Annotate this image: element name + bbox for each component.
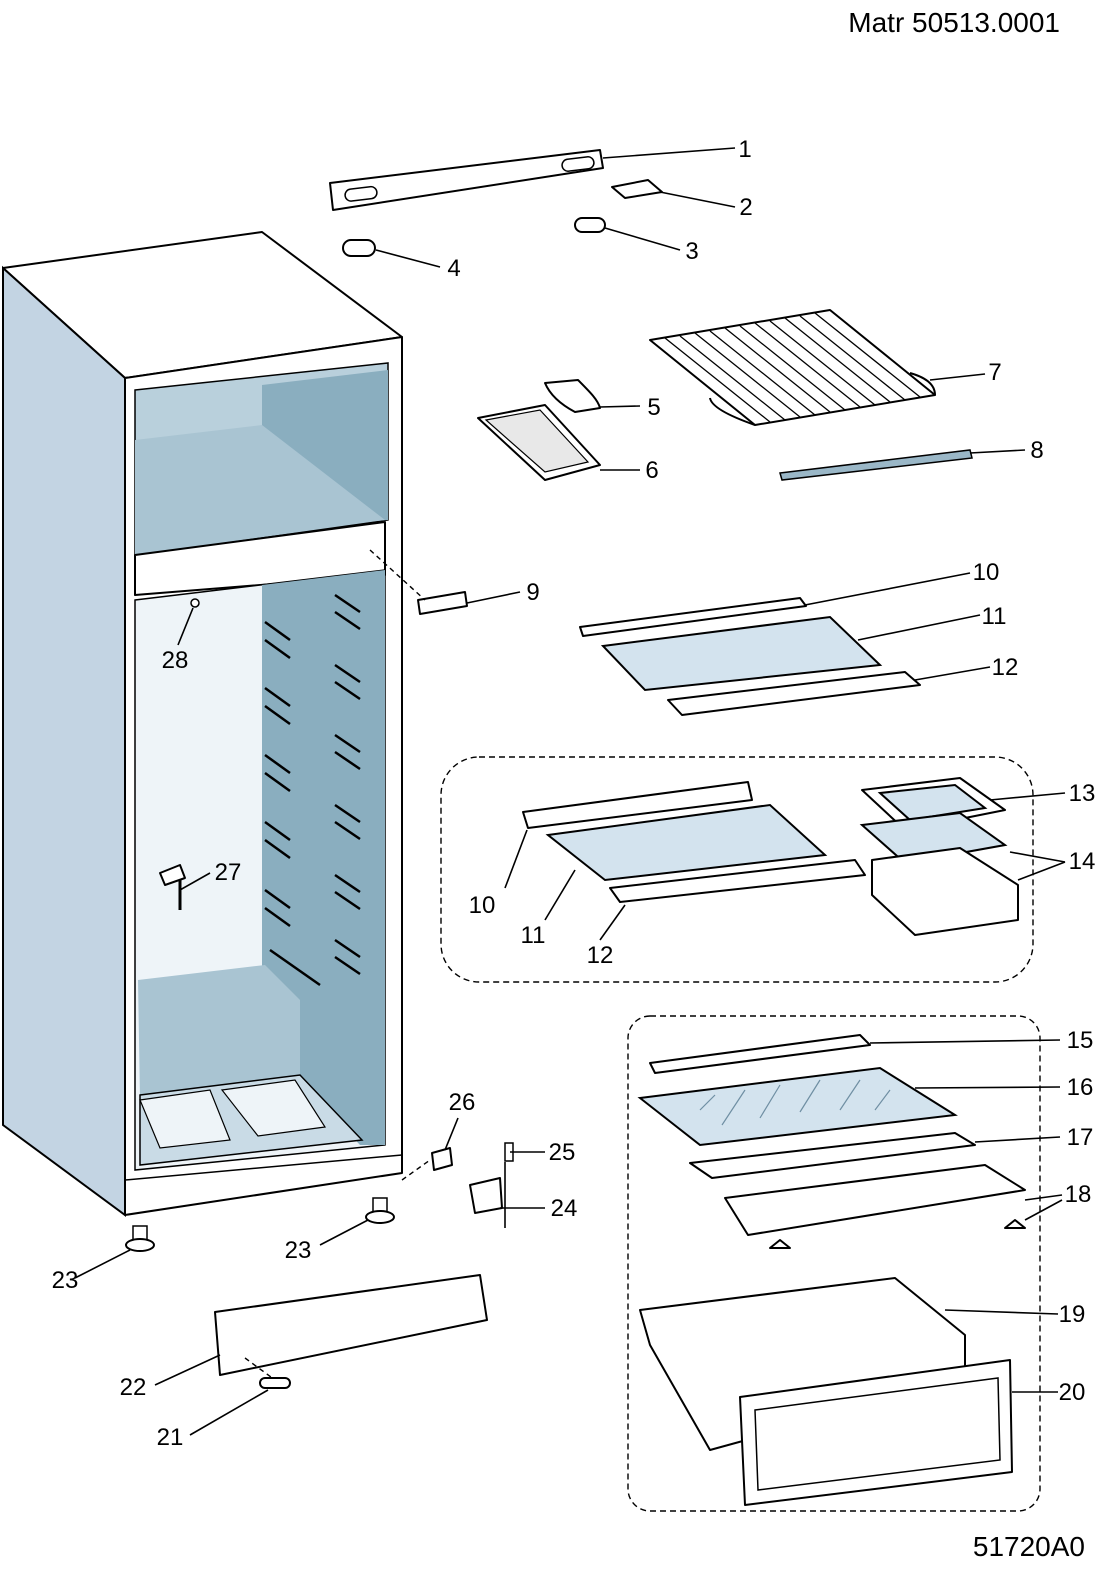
part-4-plug [342,239,376,257]
part-18-crisper-cover [724,1164,1026,1236]
part-15-rail [649,1034,871,1074]
cabinet-side-panel [1,265,126,1217]
callout-3: 3 [685,238,698,265]
callout-7: 7 [988,359,1001,386]
callout-26: 26 [449,1089,476,1116]
part-1-hinge-cover [329,149,604,211]
callout-28: 28 [162,647,189,674]
callout-20: 20 [1059,1379,1086,1406]
part-26-plate [431,1147,453,1171]
callout-9: 9 [526,579,539,606]
part-3-plug [574,217,606,233]
part-17-rail [689,1132,976,1179]
callout-27: 27 [215,859,242,886]
part-11-glass-shelf [600,615,883,692]
callout-5: 5 [647,394,660,421]
callout-11: 11 [982,603,1007,630]
part-18-foot [769,1239,791,1249]
callout-18: 18 [1065,1181,1092,1208]
callout-14: 14 [1069,848,1096,875]
callout-16: 16 [1067,1074,1094,1101]
part-28-screw [190,598,200,608]
drawing-code: 51720A0 [973,1531,1085,1562]
part-20-drawer-front [739,1359,1013,1506]
part-23-feet [125,1197,395,1252]
callout-8: 8 [1030,437,1043,464]
callout-11b: 11 [521,922,546,949]
callout-13: 13 [1069,780,1096,807]
refrigerator-cabinet [1,231,403,1217]
part-2-hinge [611,179,663,199]
callout-25: 25 [549,1139,576,1166]
part-27-thermostat-probe [159,864,186,910]
part-24-lower-hinge [469,1177,503,1214]
part-7-wire-shelf [649,309,936,426]
group-shelf-option [440,756,1034,983]
callout-24: 24 [551,1195,578,1222]
model-code: Matr 50513.0001 [848,7,1060,38]
callout-1: 1 [738,136,751,163]
group-crisper [627,1015,1041,1512]
callout-23a: 23 [52,1267,79,1294]
callout-19: 19 [1059,1301,1086,1328]
part-14-box [871,847,1019,936]
callout-17: 17 [1067,1124,1094,1151]
part-16-crisper-glass [637,1066,958,1147]
part-14-lid [859,811,1008,865]
callout-21: 21 [157,1424,184,1451]
part-10-shelf-rail [579,597,807,637]
part-12b-shelf-trim [609,859,866,903]
callout-10: 10 [973,559,1000,586]
part-8-trim-strip [779,449,973,481]
part-11b-glass-shelf [545,803,828,882]
part-12-shelf-trim [667,671,921,716]
callout-15: 15 [1067,1027,1094,1054]
callout-23b: 23 [285,1237,312,1264]
part-21-clip [259,1377,291,1389]
callout-4: 4 [447,255,460,282]
callout-2: 2 [739,194,752,221]
callout-6: 6 [645,457,658,484]
part-10b-shelf-rail [522,781,753,829]
part-5-egg-tray [544,379,601,413]
part-22-base-grille [214,1274,488,1376]
part-9-bracket [417,591,468,615]
callout-labels: 1 2 3 4 5 6 7 8 9 10 11 12 13 14 10 11 1… [52,136,1096,1451]
shelf-rails [264,593,361,987]
callout-12: 12 [992,654,1019,681]
callout-12b: 12 [587,942,614,969]
callout-10b: 10 [469,892,496,919]
callout-22: 22 [120,1374,147,1401]
